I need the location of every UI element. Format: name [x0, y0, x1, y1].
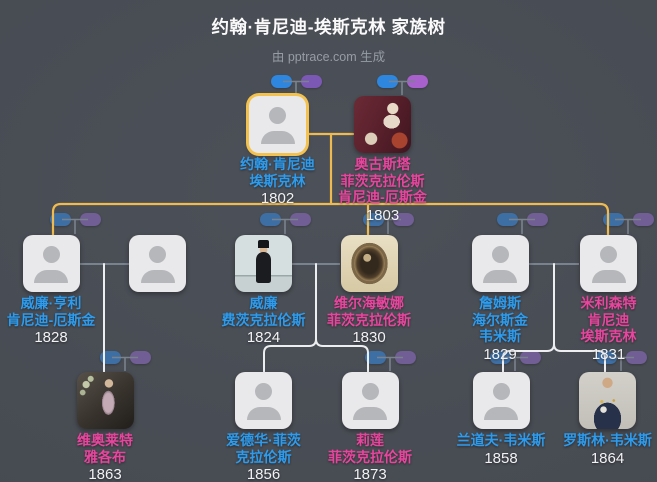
- father-pill-icon[interactable]: [49, 213, 71, 226]
- mother-pill-icon[interactable]: [79, 213, 101, 226]
- father-pill-icon[interactable]: [496, 213, 518, 226]
- mother-pill-icon[interactable]: [406, 75, 428, 88]
- person-card-edward[interactable]: [235, 372, 292, 429]
- person-card-wilhelmina[interactable]: [340, 235, 398, 292]
- person-name: 奥古斯塔 菲茨克拉伦斯 肯尼迪-厄斯金: [338, 156, 427, 205]
- mother-pill-icon[interactable]: [394, 351, 416, 364]
- ancestor-pills-john[interactable]: [270, 75, 322, 88]
- person-birth-year: 1864: [590, 449, 625, 467]
- person-rosslyn: 罗斯林·韦米斯 1864: [533, 372, 657, 468]
- person-name: 爱德华·菲茨 克拉伦斯: [226, 432, 301, 465]
- father-pill-icon[interactable]: [270, 75, 292, 88]
- person-card-william-henry[interactable]: [22, 235, 80, 292]
- person-name: 罗斯林·韦米斯: [563, 432, 652, 448]
- person-card-augusta[interactable]: [354, 96, 411, 153]
- mother-pill-icon[interactable]: [526, 213, 548, 226]
- person-name: 兰道夫·韦米斯: [456, 432, 546, 448]
- person-name: 米利森特 肯尼迪 埃斯克林: [580, 295, 637, 344]
- person-card-rosslyn[interactable]: [579, 372, 636, 429]
- mother-pill-icon[interactable]: [300, 75, 322, 88]
- person-card-randolph[interactable]: [472, 372, 530, 429]
- person-birth-year: 1802: [260, 190, 295, 207]
- person-randolph: 兰道夫·韦米斯 1858: [426, 372, 576, 468]
- ancestor-pills-lilian[interactable]: [364, 351, 416, 364]
- person-birth-year: 1830: [352, 329, 386, 346]
- person-card-william-fitzclarence[interactable]: [235, 235, 292, 292]
- person-birth-year: 1858: [484, 449, 518, 467]
- person-birth-year: 1863: [88, 466, 122, 482]
- father-pill-icon[interactable]: [364, 351, 386, 364]
- mother-pill-icon[interactable]: [129, 351, 151, 364]
- person-birth-year: 1856: [246, 466, 281, 482]
- person-john: 约翰·肯尼迪 埃斯克林 1802: [203, 96, 353, 208]
- ancestor-pills-violet[interactable]: [99, 351, 151, 364]
- header: 约翰·肯尼迪-埃斯克林 家族树 由 pptrace.com 生成: [0, 14, 657, 65]
- father-pill-icon[interactable]: [376, 75, 398, 88]
- person-card-lilian[interactable]: [341, 372, 399, 429]
- person-name: 莉莲 菲茨克拉伦斯: [328, 432, 412, 465]
- person-name: 詹姆斯 海尔斯金 韦米斯: [472, 295, 528, 344]
- father-pill-icon[interactable]: [99, 351, 121, 364]
- person-unknown-spouse: [83, 235, 233, 296]
- person-violet: 维奥莱特 雅各布 1863: [30, 372, 180, 482]
- person-lilian: 莉莲 菲茨克拉伦斯 1873: [295, 372, 445, 482]
- person-card-millicent[interactable]: [580, 235, 637, 292]
- person-card-unknown-spouse[interactable]: [129, 235, 186, 292]
- person-card-james[interactable]: [471, 235, 529, 292]
- father-pill-icon[interactable]: [602, 213, 624, 226]
- person-name: 威廉 费茨克拉伦斯: [221, 295, 306, 328]
- person-millicent: 米利森特 肯尼迪 埃斯克林 1831: [534, 235, 657, 364]
- person-birth-year: 1831: [591, 345, 626, 363]
- person-birth-year: 1873: [353, 466, 387, 482]
- person-edward: 爱德华·菲茨 克拉伦斯 1856: [189, 372, 339, 482]
- mother-pill-icon[interactable]: [632, 213, 654, 226]
- ancestor-pills-william-henry[interactable]: [49, 213, 101, 226]
- person-name: 维奥莱特 雅各布: [77, 432, 133, 465]
- person-name: 约翰·肯尼迪 埃斯克林: [240, 156, 315, 189]
- ancestor-pills-james[interactable]: [496, 213, 548, 226]
- father-pill-icon[interactable]: [259, 213, 281, 226]
- page-title: 约翰·肯尼迪-埃斯克林 家族树: [211, 17, 446, 37]
- person-name: 威廉·亨利 肯尼迪-厄斯金: [6, 295, 96, 328]
- page-subtitle: 由 pptrace.com 生成: [271, 50, 386, 64]
- person-birth-year: 1824: [246, 329, 281, 346]
- person-birth-year: 1829: [483, 345, 517, 363]
- person-wilhelmina: 维尔海敏娜 菲茨克拉伦斯 1830: [294, 235, 444, 347]
- ancestor-pills-william-fitzclarence[interactable]: [259, 213, 311, 226]
- ancestor-pills-augusta[interactable]: [376, 75, 428, 88]
- person-name: 维尔海敏娜 菲茨克拉伦斯: [327, 295, 411, 328]
- person-augusta: 奥古斯塔 菲茨克拉伦斯 肯尼迪-厄斯金 1803: [308, 96, 458, 225]
- person-card-violet[interactable]: [76, 372, 134, 429]
- person-birth-year: 1828: [34, 329, 68, 346]
- person-birth-year: 1803: [365, 206, 400, 224]
- person-card-john[interactable]: [249, 96, 306, 153]
- ancestor-pills-millicent[interactable]: [602, 213, 654, 226]
- person-william-henry: 威廉·亨利 肯尼迪-厄斯金 1828: [0, 235, 126, 347]
